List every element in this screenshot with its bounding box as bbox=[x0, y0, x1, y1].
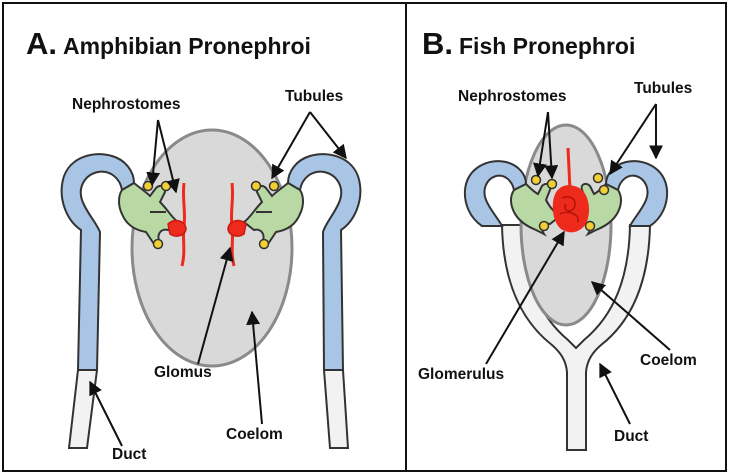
panel-b-name: Fish Pronephroi bbox=[459, 33, 635, 59]
arrow-duct-b bbox=[600, 364, 630, 424]
panel-a-title: A.Amphibian Pronephroi bbox=[26, 26, 311, 62]
label-duct-b: Duct bbox=[614, 428, 648, 446]
nephrostome-b1 bbox=[532, 176, 541, 185]
duct-right-a bbox=[324, 370, 348, 448]
nephrostome-b2 bbox=[548, 180, 557, 189]
panel-a-name: Amphibian Pronephroi bbox=[63, 33, 311, 59]
label-coelom-a: Coelom bbox=[226, 426, 283, 444]
arrow-duct-a bbox=[90, 382, 122, 446]
nephrostome-b5 bbox=[600, 186, 609, 195]
tubule-left-a bbox=[62, 154, 134, 370]
label-duct-a: Duct bbox=[112, 446, 146, 464]
label-nephrostomes-a: Nephrostomes bbox=[72, 96, 181, 114]
nephrostome-b3 bbox=[540, 222, 549, 231]
panel-a-letter: A. bbox=[26, 26, 57, 61]
nephrostome-a6 bbox=[260, 240, 269, 249]
nephrostome-a2 bbox=[162, 182, 171, 191]
nephrostome-a1 bbox=[144, 182, 153, 191]
duct-left-a bbox=[69, 370, 97, 448]
panel-b-letter: B. bbox=[422, 26, 453, 61]
label-glomus-a: Glomus bbox=[154, 364, 212, 382]
label-tubules-b: Tubules bbox=[634, 80, 692, 98]
label-tubules-a: Tubules bbox=[285, 88, 343, 106]
label-nephrostomes-b: Nephrostomes bbox=[458, 88, 567, 106]
nephrostome-b4 bbox=[594, 174, 603, 183]
nephrostome-a5 bbox=[270, 182, 279, 191]
nephrostome-a4 bbox=[252, 182, 261, 191]
amphibian-diagram bbox=[62, 112, 361, 448]
label-glomerulus-b: Glomerulus bbox=[418, 366, 504, 384]
panel-b-title: B.Fish Pronephroi bbox=[422, 26, 635, 62]
nephrostome-a3 bbox=[154, 240, 163, 249]
label-coelom-b: Coelom bbox=[640, 352, 697, 370]
fish-diagram bbox=[465, 104, 670, 450]
nephrostome-b6 bbox=[586, 222, 595, 231]
tubule-right-a bbox=[288, 154, 360, 370]
arrow-tubules-a2 bbox=[310, 112, 346, 158]
